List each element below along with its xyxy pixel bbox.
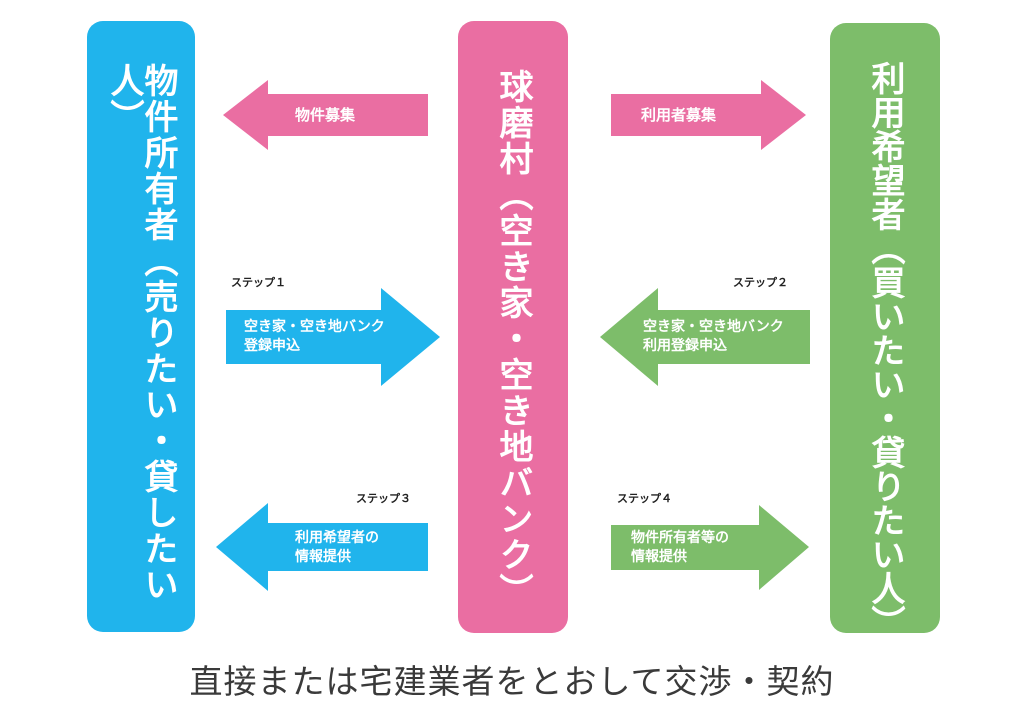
right-arrow-icon — [611, 505, 809, 590]
step1-line2: 登録申込 — [244, 338, 300, 354]
step1-label: ステップ１ — [231, 276, 286, 289]
step3-label: ステップ３ — [356, 492, 411, 505]
step1-line1: 空き家・空き地バンク — [244, 319, 385, 335]
property-owner-box: 物件所有者（売りたい・貸したい人） — [87, 21, 195, 632]
step1-arrow: 空き家・空き地バンク 登録申込 — [226, 288, 440, 386]
step3-arrow: 利用希望者の 情報提供 — [216, 503, 428, 591]
step2-line2: 利用登録申込 — [643, 338, 727, 354]
step3-line1: 利用希望者の — [295, 530, 379, 546]
step2-line1: 空き家・空き地バンク — [643, 319, 784, 335]
step2-label: ステップ２ — [733, 276, 788, 289]
prospective-user-box: 利用希望者（買いたい・貸りたい人） — [830, 23, 940, 639]
kuma-village-box: 球磨村（空き家・空き地バンク） — [458, 21, 568, 633]
left-arrow-icon — [216, 503, 428, 591]
step2-arrow: 空き家・空き地バンク 利用登録申込 — [600, 288, 810, 386]
kuma-village-label: 球磨村（空き家・空き地バンク） — [493, 69, 533, 609]
step4-arrow: 物件所有者等の 情報提供 — [611, 505, 809, 590]
negotiation-contract-caption: 直接または宅建業者をとおして交渉・契約 — [189, 662, 835, 701]
left-arrow-icon — [600, 288, 810, 386]
user-recruit-label: 利用者募集 — [641, 106, 717, 124]
step4-line2: 情報提供 — [631, 549, 687, 565]
prospective-user-label: 利用希望者（買いたい・貸りたい人） — [865, 61, 905, 639]
left-arrow-icon — [223, 80, 428, 150]
user-recruit-arrow: 利用者募集 — [611, 80, 806, 150]
property-recruit-label: 物件募集 — [295, 106, 356, 124]
right-arrow-icon — [611, 80, 806, 150]
step4-label: ステップ４ — [617, 492, 672, 505]
step4-line1: 物件所有者等の — [631, 530, 729, 546]
step3-line2: 情報提供 — [295, 549, 351, 565]
right-arrow-icon — [226, 288, 440, 386]
property-recruit-arrow: 物件募集 — [223, 80, 428, 150]
property-owner-label: 物件所有者（売りたい・貸したい人） — [104, 63, 178, 603]
